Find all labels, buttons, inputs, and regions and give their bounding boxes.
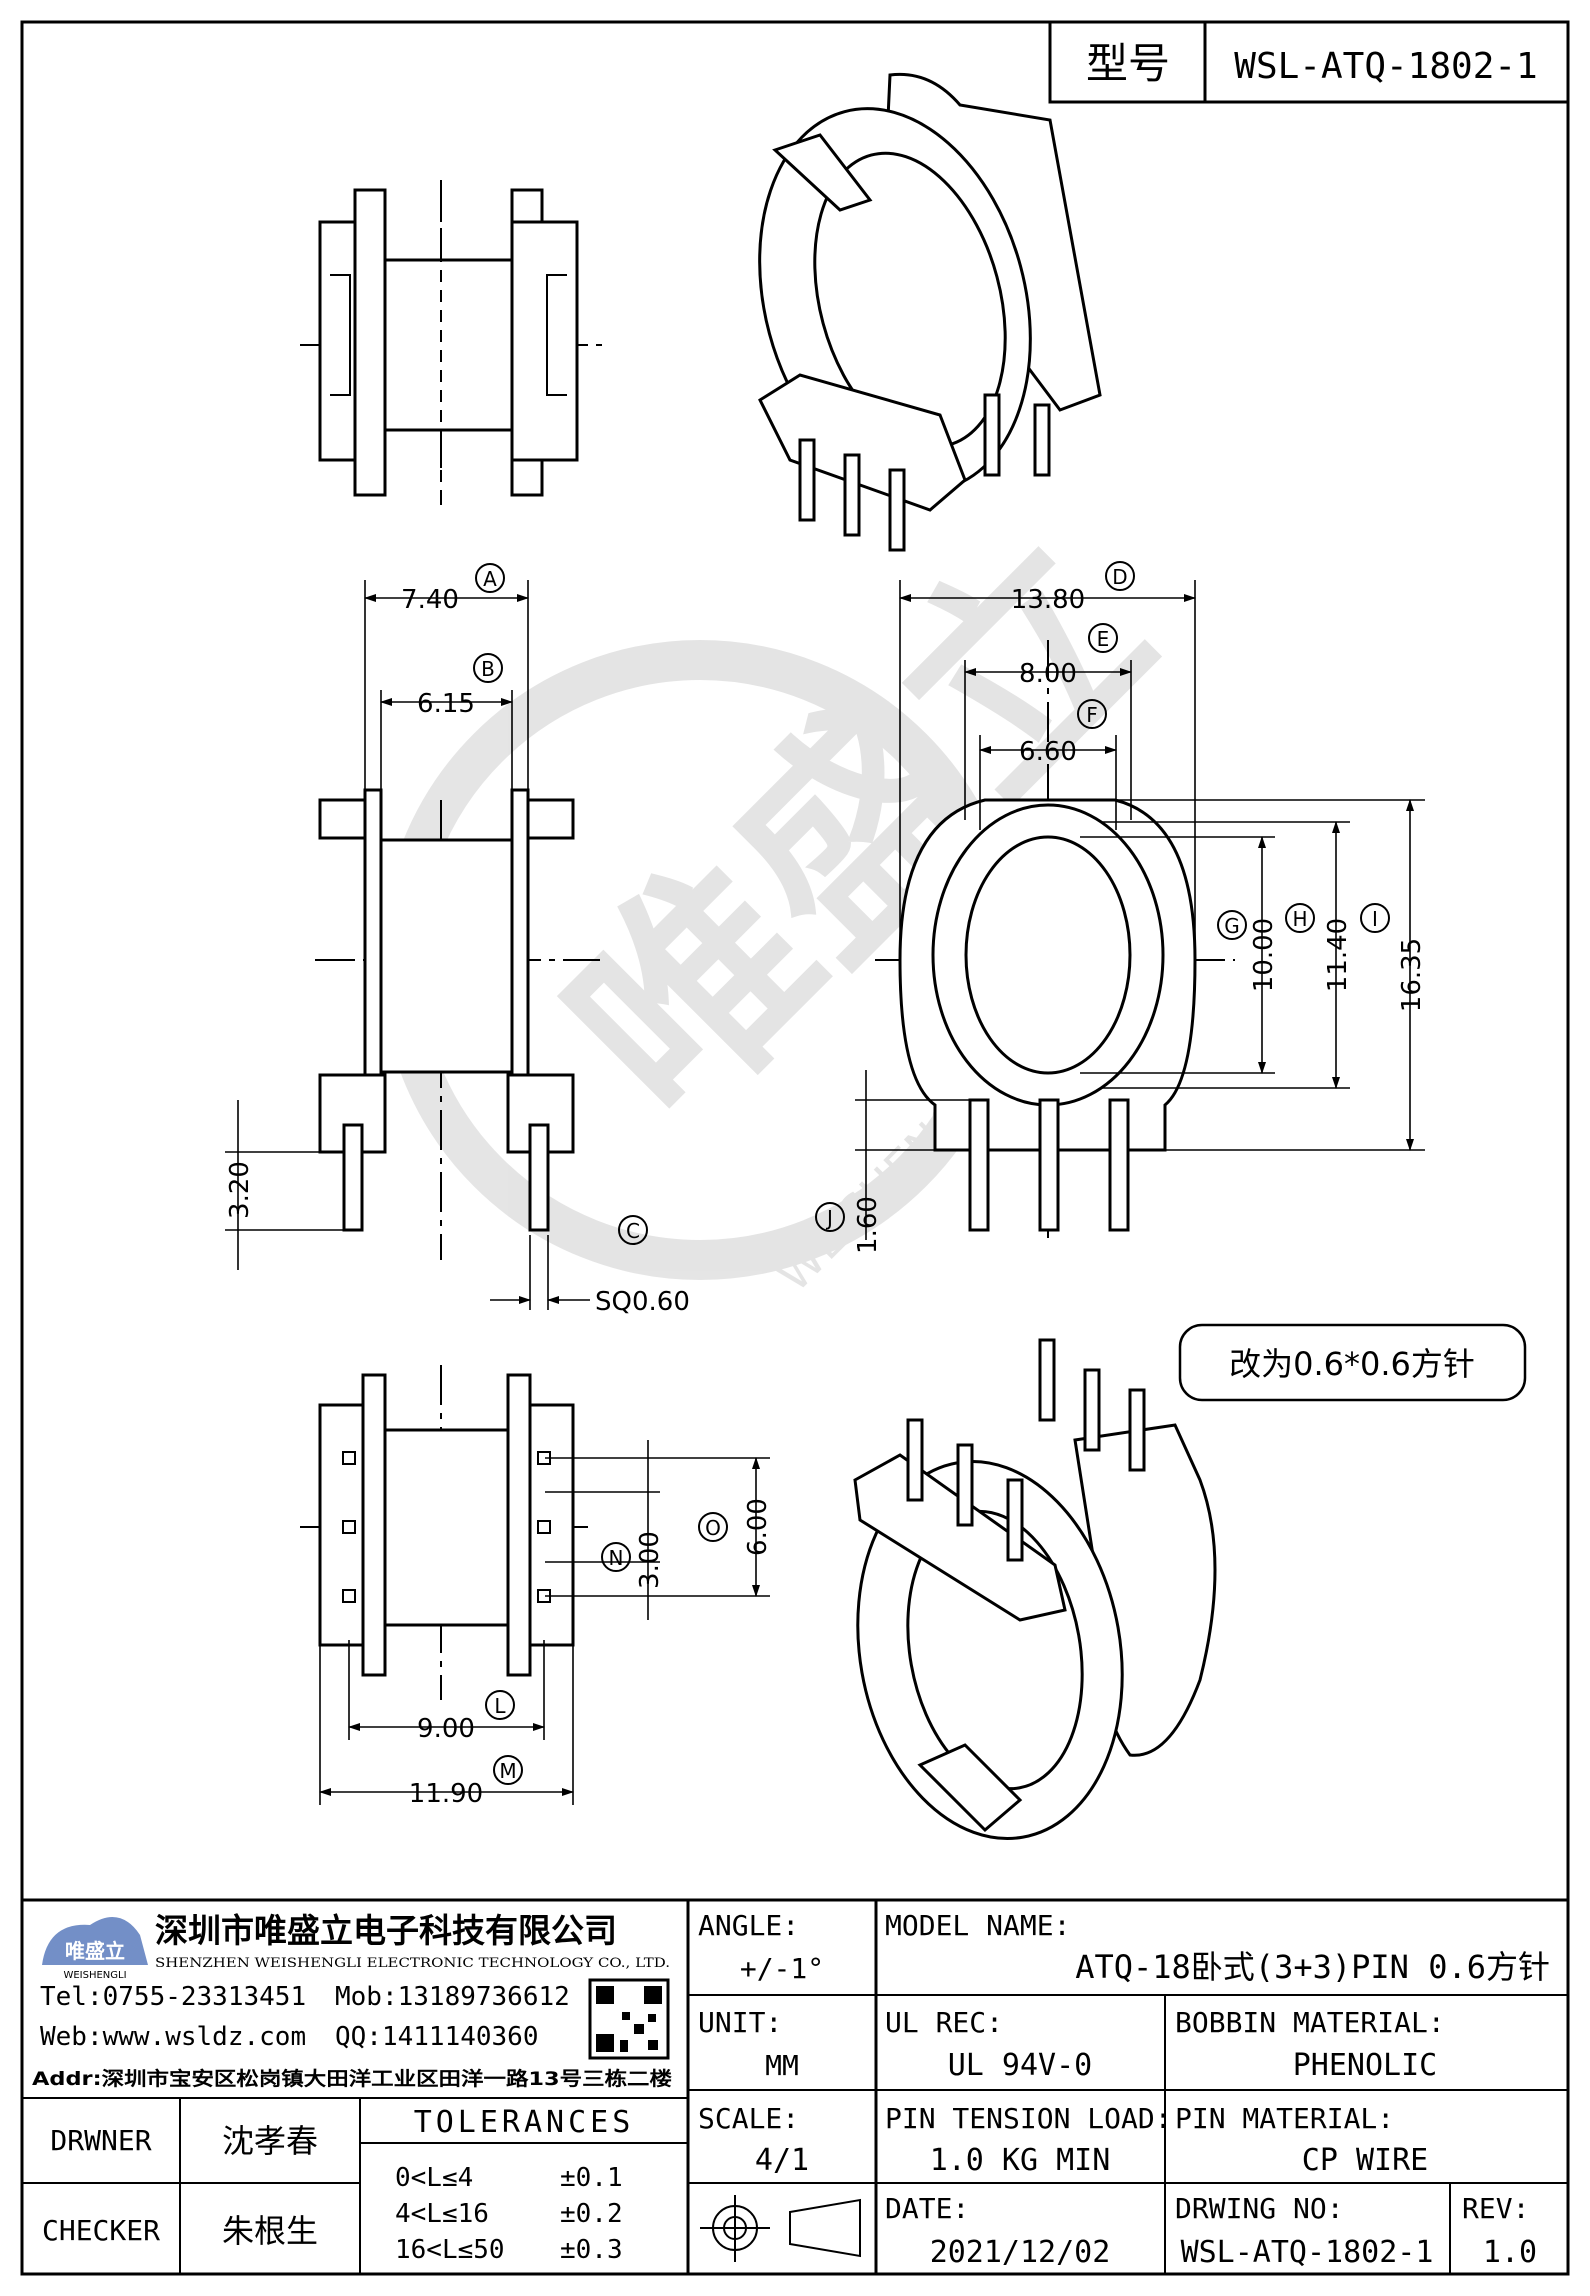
rev-label: REV: [1462, 2192, 1529, 2225]
tolerance-row-3-value: ±0.3 [560, 2235, 623, 2265]
tolerance-row-3-range: 16<L≤50 [395, 2235, 505, 2265]
dim-b-tag: B [481, 657, 495, 681]
dim-o-tag: O [705, 1516, 721, 1540]
unit-value: MM [765, 2049, 799, 2082]
model-header-number: WSL-ATQ-1802-1 [1234, 46, 1537, 87]
dim-g-tag: G [1224, 914, 1240, 938]
dim-a-tag: A [483, 567, 497, 591]
company-qq: QQ:1411140360 [335, 2022, 539, 2052]
dim-m-value: 11.90 [409, 1779, 483, 1809]
dim-e-value: 8.00 [1019, 659, 1077, 689]
company-addr: Addr:深圳市宝安区松岗镇大田洋工业区田洋一路13号三栋二楼 [32, 2067, 672, 2090]
dim-g-value: 10.00 [1249, 918, 1279, 992]
pin-material-value: CP WIRE [1302, 2143, 1428, 2178]
dim-m-tag: M [499, 1759, 516, 1783]
angle-value: +/-1° [740, 1952, 824, 1985]
tolerance-row-2-range: 4<L≤16 [395, 2199, 489, 2229]
scale-label: SCALE: [698, 2102, 799, 2135]
drawer-label: DRWNER [50, 2124, 151, 2157]
angle-label: ANGLE: [698, 1909, 799, 1942]
dim-j-value: 1.60 [853, 1196, 883, 1254]
dim-i-value: 16.35 [1397, 938, 1427, 1012]
unit-label: UNIT: [698, 2006, 782, 2039]
dim-n-value: 3.00 [635, 1531, 665, 1589]
dim-a-value: 7.40 [401, 585, 459, 615]
model-name-value: ATQ-18卧式(3+3)PIN 0.6方针 [1075, 1948, 1550, 1986]
dim-h-tag: H [1292, 907, 1307, 931]
dim-f-value: 6.60 [1019, 737, 1077, 767]
pin-tension-label: PIN TENSION LOAD: [885, 2102, 1172, 2135]
company-logo: 唯盛立 WEISHENGLI [42, 1917, 148, 1981]
company-mob: Mob:13189736612 [335, 1982, 570, 2012]
dim-l-value: 9.00 [417, 1714, 475, 1744]
note-callout: 改为0.6*0.6方针 [1178, 1323, 1527, 1402]
company-tel: Tel:0755-23313451 [40, 1982, 306, 2012]
top-view [300, 180, 610, 505]
projection-symbol [700, 2195, 861, 2262]
drawer-value: 沈孝春 [222, 2122, 318, 2160]
checker-label: CHECKER [42, 2214, 160, 2247]
company-name-en: SHENZHEN WEISHENGLI ELECTRONIC TECHNOLOG… [155, 1956, 670, 1971]
isometric-view-bottom [853, 1338, 1217, 1840]
dim-e-tag: E [1097, 627, 1110, 651]
date-value: 2021/12/02 [930, 2235, 1111, 2270]
rev-value: 1.0 [1483, 2235, 1537, 2270]
drawing-no-label: DRWING NO: [1175, 2192, 1344, 2225]
bobbin-material-label: BOBBIN MATERIAL: [1175, 2006, 1445, 2039]
pin-tension-value: 1.0 KG MIN [930, 2143, 1111, 2178]
side-view: 7.40 A 6.15 B 3.20 SQ0.60 C [225, 563, 690, 1317]
dim-f-tag: F [1086, 703, 1098, 727]
logo-text: 唯盛立 [65, 1939, 125, 1963]
company-web: Web:www.wsldz.com [40, 2022, 306, 2052]
bottom-view: 3.00 N 6.00 O 9.00 L 11.90 M [300, 1365, 773, 1809]
dim-d-value: 13.80 [1011, 585, 1085, 615]
dim-l-tag: L [494, 1694, 506, 1718]
date-label: DATE: [885, 2192, 969, 2225]
tolerance-row-1-range: 0<L≤4 [395, 2163, 473, 2193]
note-text: 改为0.6*0.6方针 [1229, 1345, 1475, 1383]
dim-i-tag: I [1372, 907, 1378, 931]
dim-o-value: 6.00 [743, 1498, 773, 1556]
title-block: 唯盛立 WEISHENGLI 深圳市唯盛立电子科技有限公司 SHENZHEN W… [22, 1898, 1568, 2274]
tolerances-label: TOLERANCES [414, 2105, 635, 2140]
end-view: 13.80 D 8.00 E 6.60 F 10.00 G 11.40 H [815, 561, 1427, 1254]
ul-rec-label: UL REC: [885, 2006, 1003, 2039]
company-name-cn: 深圳市唯盛立电子科技有限公司 [155, 1911, 617, 1950]
model-name-label: MODEL NAME: [885, 1909, 1070, 1942]
dim-b-value: 6.15 [417, 689, 475, 719]
scale-value: 4/1 [755, 2143, 809, 2178]
drawing-border [20, 20, 1570, 2276]
isometric-view-top [758, 72, 1102, 552]
ul-rec-value: UL 94V-0 [948, 2048, 1093, 2083]
dim-n-tag: N [609, 1546, 624, 1570]
model-header-label: 型号 [1086, 39, 1170, 88]
dim-d-tag: D [1112, 565, 1127, 589]
drawing-no-value: WSL-ATQ-1802-1 [1181, 2235, 1434, 2270]
dim-h-value: 11.40 [1323, 918, 1353, 992]
tolerance-row-1-value: ±0.1 [560, 2163, 623, 2193]
pin-material-label: PIN MATERIAL: [1175, 2102, 1394, 2135]
checker-value: 朱根生 [222, 2212, 318, 2250]
model-header: 型号 WSL-ATQ-1802-1 [1048, 20, 1570, 104]
qr-code [588, 1978, 670, 2060]
dim-c-tag: C [626, 1219, 640, 1243]
dim-c-value: SQ0.60 [595, 1287, 690, 1317]
dim-j-tag: J [825, 1206, 833, 1230]
logo-sub: WEISHENGLI [63, 1970, 126, 1981]
bobbin-material-value: PHENOLIC [1293, 2048, 1438, 2083]
tolerance-row-2-value: ±0.2 [560, 2199, 623, 2229]
dim-k-value: 3.20 [225, 1161, 255, 1219]
